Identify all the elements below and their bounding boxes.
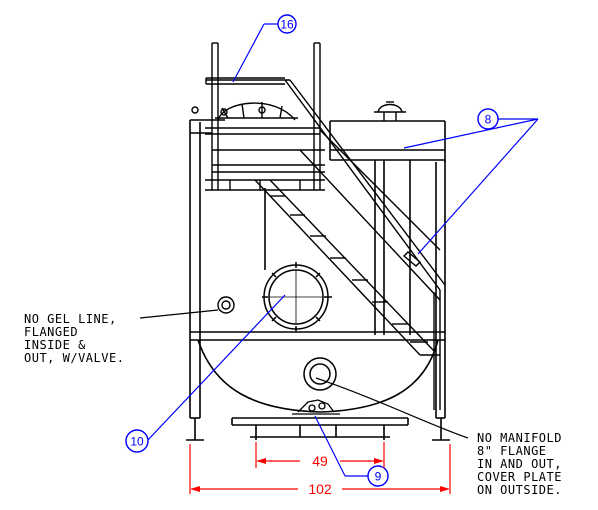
callout-10: 10: [125, 429, 149, 453]
callout-16: 16: [277, 14, 297, 34]
stairway: [206, 79, 446, 410]
gel-line-note: NO GEL LINE, FLANGED INSIDE & OUT, W/VAL…: [24, 312, 125, 365]
manifold-note: NO MANIFOLD 8" FLANGE IN AND OUT, COVER …: [477, 431, 562, 497]
callout-16-label: 16: [280, 18, 294, 32]
callout-10-label: 10: [130, 435, 144, 449]
callout-8: 8: [477, 108, 499, 130]
callout-8-label: 8: [485, 113, 492, 127]
dimension-lines: [189, 442, 451, 494]
callout-9-label: 9: [375, 470, 382, 484]
manway: [262, 262, 332, 332]
top-platform: [205, 42, 325, 191]
top-vent: [374, 101, 406, 121]
dimension-49-label: 49: [312, 453, 328, 469]
top-hatch: [191, 102, 298, 121]
dimension-102-label: 102: [308, 481, 332, 497]
manifold-nozzle: [303, 357, 337, 391]
callout-leaders: [146, 23, 539, 477]
gel-line-nozzle: [217, 296, 235, 314]
callout-9: 9: [367, 465, 389, 487]
bottom-valve: [292, 399, 340, 415]
leader-lines: [139, 309, 469, 439]
tank-body: [186, 119, 450, 441]
